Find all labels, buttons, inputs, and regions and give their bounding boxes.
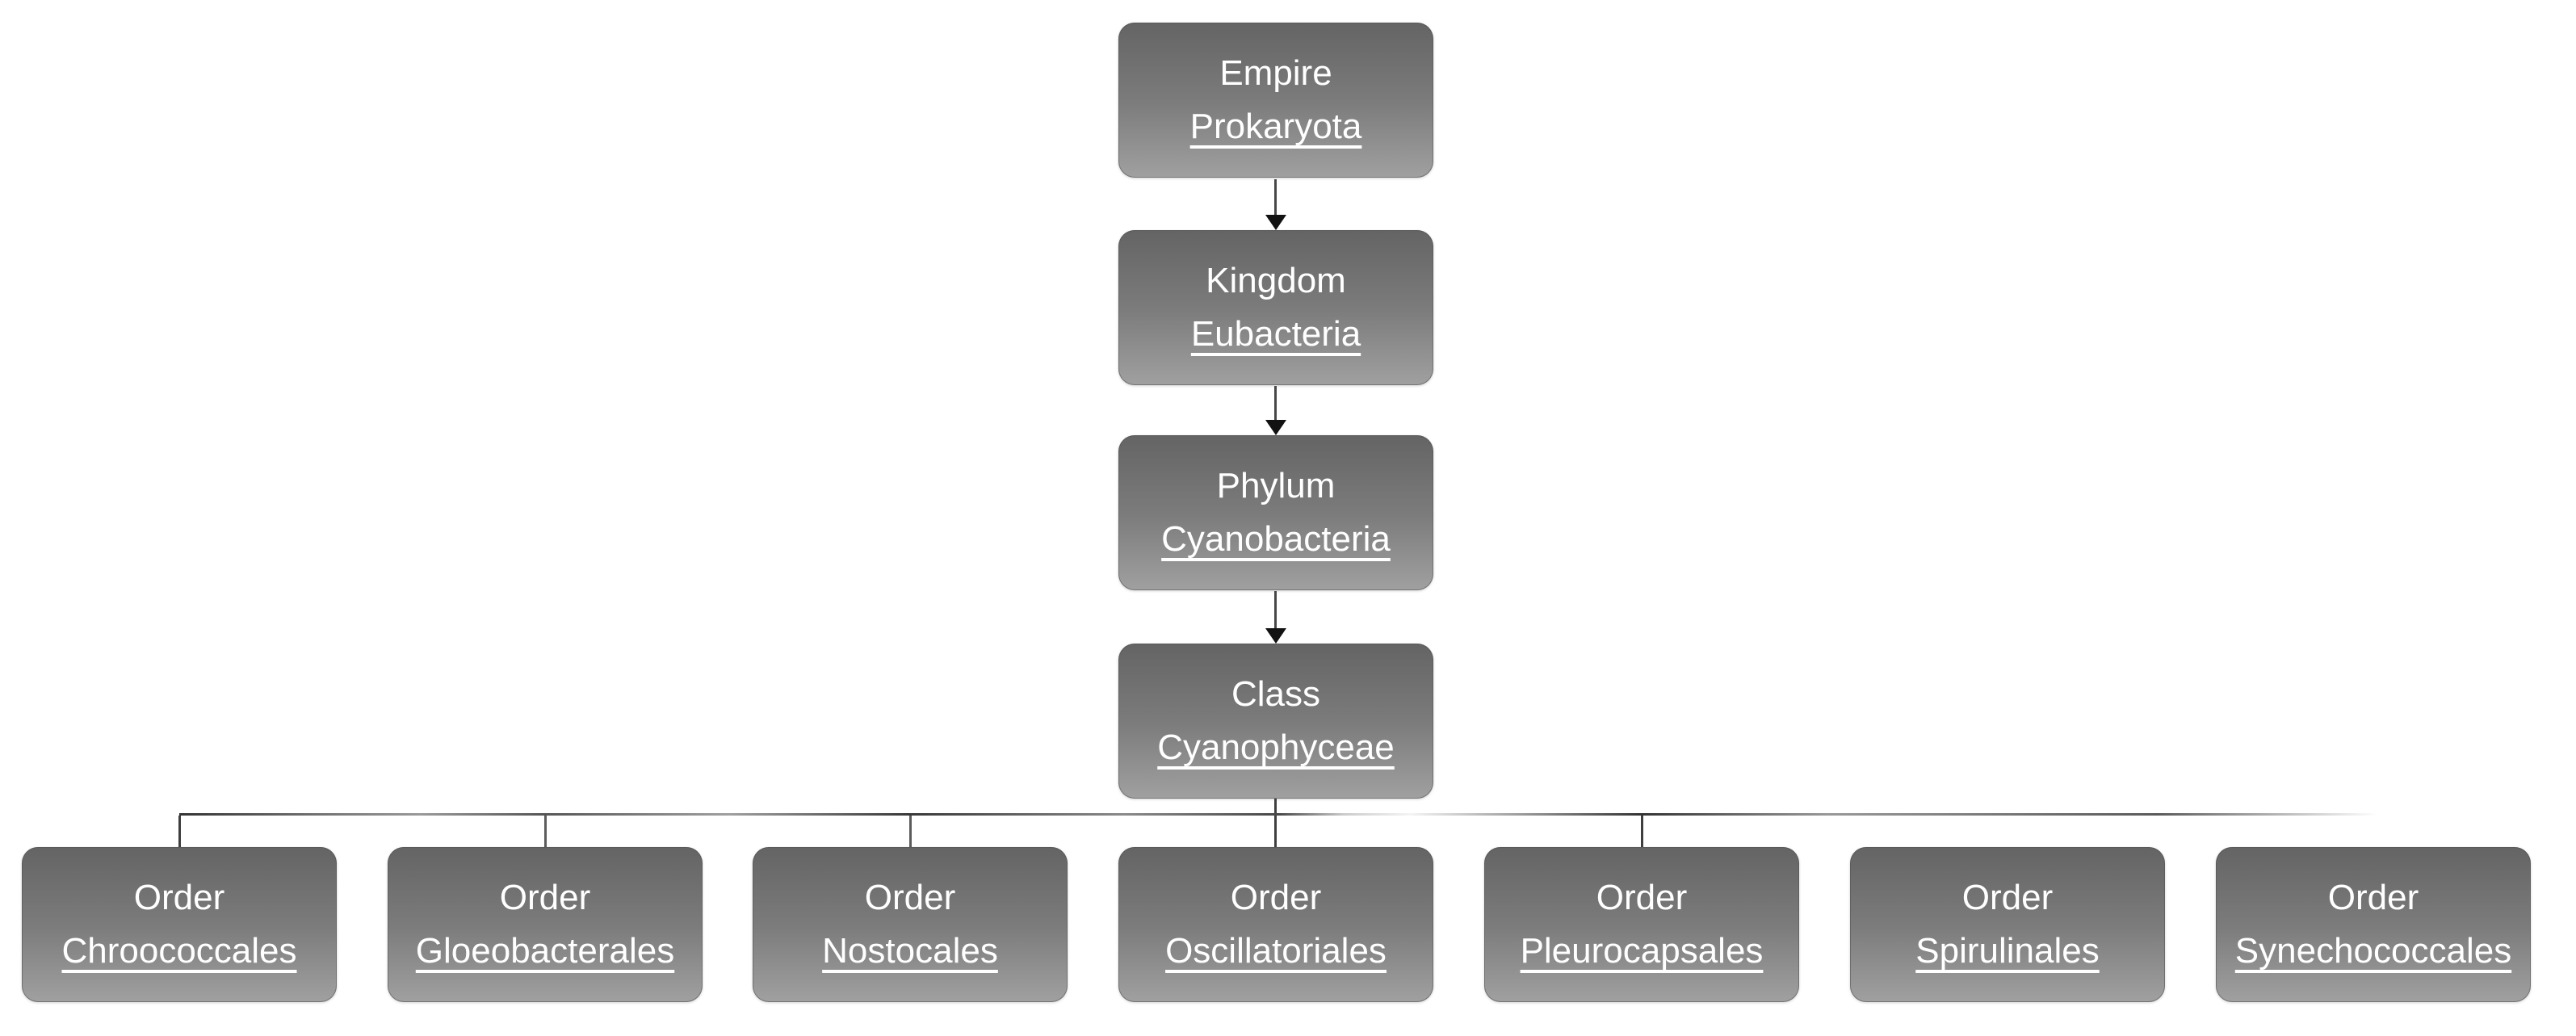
taxon-name: Pleurocapsales <box>1520 931 1764 971</box>
connector-drop-pleurocapsales <box>1641 816 1643 847</box>
taxon-rank: Order <box>1230 878 1322 917</box>
taxon-box-class: Class Cyanophyceae <box>1118 644 1433 799</box>
taxon-box-order-oscillatoriales: Order Oscillatoriales <box>1118 847 1433 1002</box>
connector-drop-nostocales <box>909 816 912 847</box>
taxon-rank: Order <box>1961 878 2054 917</box>
taxon-rank: Order <box>1596 878 1688 917</box>
taxon-rank: Order <box>499 878 591 917</box>
down-arrowhead-icon <box>1265 420 1286 435</box>
arrow-connector-line-3 <box>1274 591 1277 628</box>
down-arrowhead-icon <box>1265 628 1286 644</box>
taxon-box-phylum: Phylum Cyanobacteria <box>1118 435 1433 590</box>
connector-center-drop <box>1274 799 1277 847</box>
taxon-rank: Order <box>2327 878 2419 917</box>
taxon-name: Cyanobacteria <box>1161 519 1391 559</box>
taxon-rank: Empire <box>1219 53 1332 93</box>
taxon-name: Eubacteria <box>1190 314 1361 354</box>
taxon-box-empire: Empire Prokaryota <box>1118 23 1433 178</box>
taxon-box-order-nostocales: Order Nostocales <box>753 847 1068 1002</box>
taxon-name: Spirulinales <box>1915 931 2100 971</box>
connector-horizontal-line <box>179 813 2377 816</box>
taxon-name: Prokaryota <box>1189 107 1362 146</box>
taxon-rank: Order <box>133 878 225 917</box>
connector-drop-gloeobacterales <box>544 816 547 847</box>
taxon-name: Oscillatoriales <box>1165 931 1387 971</box>
arrow-connector-line-1 <box>1274 179 1277 215</box>
taxon-rank: Phylum <box>1216 466 1336 505</box>
taxon-box-order-pleurocapsales: Order Pleurocapsales <box>1484 847 1799 1002</box>
taxon-rank: Order <box>864 878 956 917</box>
taxon-name: Synechococcales <box>2234 931 2512 971</box>
taxon-name: Chroococcales <box>61 931 297 971</box>
taxon-rank: Kingdom <box>1206 261 1346 300</box>
connector-drop-chroococcales <box>178 816 181 847</box>
taxon-box-order-synechococcales: Order Synechococcales <box>2216 847 2531 1002</box>
taxon-box-order-chroococcales: Order Chroococcales <box>22 847 337 1002</box>
down-arrowhead-icon <box>1265 215 1286 230</box>
taxon-box-order-gloeobacterales: Order Gloeobacterales <box>388 847 703 1002</box>
taxon-box-order-spirulinales: Order Spirulinales <box>1850 847 2165 1002</box>
taxon-name: Nostocales <box>822 931 998 971</box>
taxon-box-kingdom: Kingdom Eubacteria <box>1118 230 1433 385</box>
taxon-rank: Class <box>1231 674 1321 714</box>
taxon-name: Gloeobacterales <box>415 931 675 971</box>
arrow-connector-line-2 <box>1274 386 1277 420</box>
taxon-name: Cyanophyceae <box>1157 728 1395 767</box>
